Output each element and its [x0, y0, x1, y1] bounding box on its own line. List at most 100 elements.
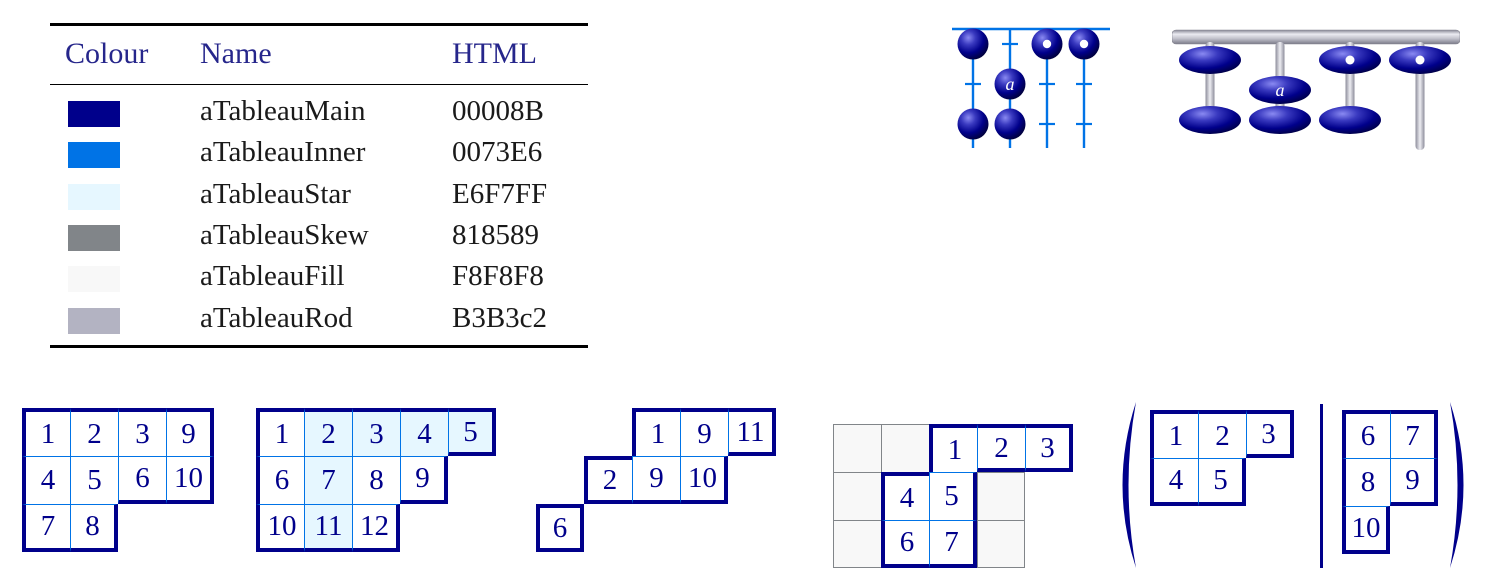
tableau-cell: 4	[22, 456, 70, 504]
tableau-cell: 7	[304, 456, 352, 504]
tableau-cell: 3	[352, 408, 400, 456]
color-html-code: B3B3c2	[452, 301, 548, 334]
color-table-row: aTableauSkew 818589	[50, 217, 588, 258]
left-paren-glyph	[1122, 402, 1136, 568]
abacus-rod-figure: a	[1172, 29, 1460, 150]
color-html-code: E6F7FF	[452, 177, 548, 210]
tableau-cell: 1	[929, 424, 977, 472]
tableau-cell: 9	[1390, 458, 1438, 506]
color-table-row: aTableauRod B3B3c2	[50, 300, 588, 341]
bead-label: a	[1276, 80, 1285, 100]
tableau-cell: 9	[166, 408, 214, 456]
color-html-code: F8F8F8	[452, 260, 544, 293]
left-paren	[1122, 402, 1136, 568]
grid-cell	[977, 520, 1025, 568]
table-header-rule	[50, 84, 588, 86]
table-top-rule	[50, 23, 588, 26]
tableau-cell: 5	[448, 408, 496, 456]
tableau-cell: 2	[304, 408, 352, 456]
tableau-cell: 6	[536, 504, 584, 552]
bead-dot	[1042, 39, 1052, 49]
pair-separator-bar	[1320, 404, 1323, 568]
bead-dot	[1415, 55, 1425, 65]
tableau-cell: 5	[1198, 458, 1246, 506]
color-html-code: 0073E6	[452, 136, 543, 169]
color-html-code: 00008B	[452, 95, 544, 127]
tableau-cell: 10	[1342, 506, 1390, 554]
tableau-cell: 2	[977, 424, 1025, 472]
tableau-cell: 5	[70, 456, 118, 504]
bead	[994, 68, 1026, 100]
tableau-cell: 6	[256, 456, 304, 504]
grid-cell	[977, 472, 1025, 520]
color-name: aTableauRod	[200, 301, 353, 334]
tableau-cell: 11	[728, 408, 776, 456]
right-paren-glyph	[1450, 402, 1464, 568]
bead	[994, 108, 1026, 140]
column-header-html: HTML	[452, 37, 537, 70]
tableau-cell: 7	[929, 520, 977, 568]
color-html-code: 818589	[452, 218, 539, 251]
color-swatch	[68, 307, 120, 334]
color-name: aTableauStar	[200, 177, 351, 210]
color-table-row: aTableauMain 00008B	[50, 93, 588, 134]
frame-bar	[1172, 29, 1460, 45]
tableau-cell: 3	[1246, 410, 1294, 458]
tableau-cell: 2	[1198, 410, 1246, 458]
color-name: aTableauInner	[200, 136, 366, 169]
tableau-cell: 9	[680, 408, 728, 456]
tableau-cell: 3	[1025, 424, 1073, 472]
color-table-row: aTableauInner 0073E6	[50, 134, 588, 175]
tableau-cell: 4	[400, 408, 448, 456]
tableau-cell: 9	[400, 456, 448, 504]
grid-cell	[833, 520, 881, 568]
grid-cell	[881, 424, 929, 472]
tableau-cell: 8	[70, 504, 118, 552]
tableau-cell: 2	[70, 408, 118, 456]
color-table-row: aTableauFill F8F8F8	[50, 258, 588, 299]
bead-dot	[1345, 55, 1355, 65]
bead	[1249, 106, 1311, 134]
bead-dot	[1079, 39, 1089, 49]
tableau-cell: 7	[22, 504, 70, 552]
color-swatch	[68, 183, 120, 210]
tableau-cell: 8	[352, 456, 400, 504]
color-name: aTableauMain	[200, 95, 366, 127]
bead	[1179, 46, 1241, 74]
grid-cell	[833, 472, 881, 520]
bead	[1249, 76, 1311, 104]
column-header-name: Name	[200, 37, 272, 70]
tableau-cell: 6	[1342, 410, 1390, 458]
color-swatch	[68, 266, 120, 293]
tableau-cell: 2	[584, 456, 632, 504]
color-swatch	[68, 142, 120, 169]
tableau-cell: 7	[1390, 410, 1438, 458]
tableau-cell: 11	[304, 504, 352, 552]
tableau-cell: 1	[1150, 410, 1198, 458]
column-header-colour: Colour	[65, 37, 149, 70]
tableau-cell: 10	[166, 456, 214, 504]
color-swatch	[68, 224, 120, 251]
tableau-cell: 1	[22, 408, 70, 456]
tableau-cell: 4	[1150, 458, 1198, 506]
color-swatch	[68, 101, 120, 127]
tableau-cell: 12	[352, 504, 400, 552]
table-bottom-rule	[50, 345, 588, 348]
tableau-cell: 9	[632, 456, 680, 504]
tableau-cell: 4	[881, 472, 929, 520]
abacus-line-figure: a	[952, 27, 1110, 148]
grid-cell	[833, 424, 881, 472]
color-name: aTableauSkew	[200, 218, 369, 251]
bead	[1179, 106, 1241, 134]
tableau-cell: 3	[118, 408, 166, 456]
bead	[957, 108, 989, 140]
tableau-cell: 1	[256, 408, 304, 456]
right-paren	[1450, 402, 1464, 568]
bead	[1319, 106, 1381, 134]
color-name: aTableauFill	[200, 260, 345, 293]
tableau-cell: 1	[632, 408, 680, 456]
bead-label: a	[1006, 74, 1015, 94]
